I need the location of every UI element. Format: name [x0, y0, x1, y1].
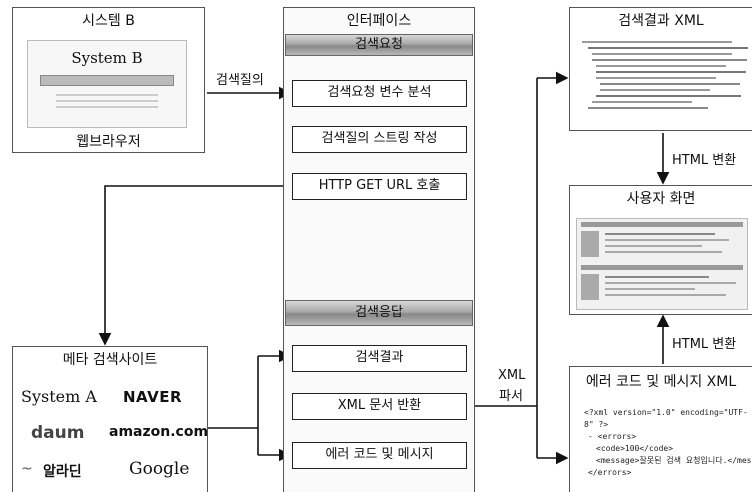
logo-aladin: 알라딘: [43, 464, 82, 480]
error-xml-line-4: <message>잘못된 검색 요청입니다.</message>: [596, 456, 752, 465]
meta-sites-title: 메타 검색사이트: [62, 352, 158, 368]
system-b-caption: 웹브라우저: [76, 134, 141, 150]
response-step-3: 에러 코드 및 메시지: [292, 442, 467, 469]
arrow-http-to-meta: [98, 185, 292, 346]
error-xml-line-5: </errors>: [588, 468, 632, 477]
system-b-panel: 시스템 B System B 웹브라우저: [12, 7, 205, 153]
xml-parser-label-2: 파서: [499, 389, 523, 404]
aladin-bird-icon: ~: [21, 461, 33, 477]
html-convert-label-top: HTML 변환: [672, 153, 737, 168]
error-xml-title: 에러 코드 및 메시지 XML: [585, 374, 737, 390]
logo-system-a: System A: [21, 387, 97, 406]
request-step-2: 검색질의 스트링 작성: [292, 126, 467, 153]
html-convert-label-bottom: HTML 변환: [672, 337, 737, 352]
xml-parser-label-1: XML: [498, 368, 526, 383]
request-step-1: 검색요청 변수 분석: [292, 80, 467, 107]
logo-google: Google: [129, 459, 190, 479]
response-step-1: 검색결과: [292, 345, 467, 372]
request-band: 검색요청: [285, 34, 473, 56]
browser-screen-title: System B: [71, 49, 143, 67]
browser-footer-lines: [56, 94, 158, 96]
response-step-2: XML 문서 반환: [292, 393, 467, 420]
error-xml-panel: 에러 코드 및 메시지 XML <?xml version="1.0" enco…: [569, 366, 752, 492]
user-screen-title: 사용자 화면: [626, 191, 696, 207]
browser-search-bar: [40, 75, 174, 86]
request-step-3: HTTP GET URL 호출: [292, 173, 467, 200]
error-xml-line-2: - <errors>: [588, 432, 637, 441]
logo-daum: daum: [31, 423, 85, 443]
result-xml-title: 검색결과 XML: [618, 13, 704, 29]
browser-screenshot: System B: [27, 40, 187, 128]
error-xml-line-3: <code>100</code>: [596, 444, 674, 453]
error-xml-line-1: <?xml version="1.0" encoding="UTF-8" ?>: [584, 408, 748, 429]
query-label: 검색질의: [216, 73, 264, 88]
result-xml-preview: [578, 38, 748, 126]
user-screen-panel: 사용자 화면: [569, 185, 752, 315]
meta-sites-panel: 메타 검색사이트 System A NAVER daum amazon.com …: [12, 346, 208, 492]
logo-amazon: amazon.com: [109, 424, 209, 440]
error-xml-body: <?xml version="1.0" encoding="UTF-8" ?> …: [584, 407, 752, 479]
interface-title: 인터페이스: [346, 13, 412, 29]
system-b-title: 시스템 B: [82, 13, 135, 29]
result-xml-panel: 검색결과 XML: [569, 7, 752, 131]
response-band: 검색응답: [285, 300, 473, 326]
user-screen-preview: [576, 218, 748, 310]
logo-naver: NAVER: [123, 388, 183, 406]
